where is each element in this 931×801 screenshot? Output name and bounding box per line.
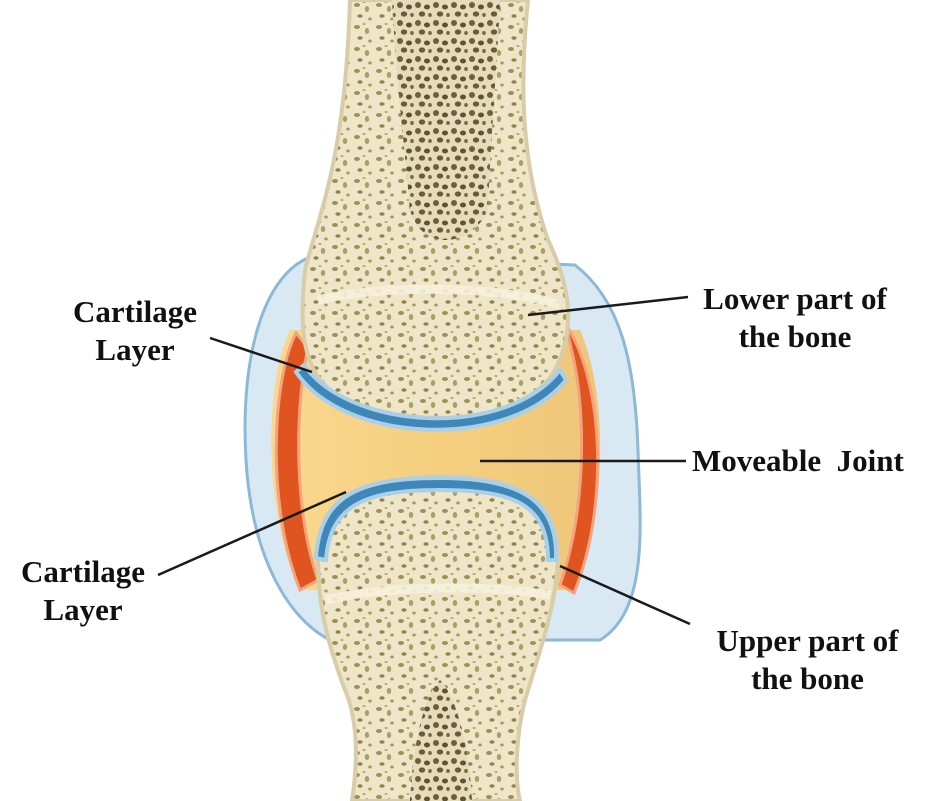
label-cartilage-layer-top: Cartilage Layer: [60, 293, 210, 369]
label-upper-part-line2: the bone: [700, 660, 915, 698]
label-upper-part-of-bone: Upper part of the bone: [700, 622, 915, 698]
label-upper-part-line1: Upper part of: [700, 622, 915, 660]
label-lower-part-line1: Lower part of: [690, 280, 900, 318]
label-cartilage-layer-bottom: Cartilage Layer: [8, 553, 158, 629]
label-cartilage-layer-bottom-line1: Cartilage: [8, 553, 158, 591]
label-cartilage-layer-top-line1: Cartilage: [60, 293, 210, 331]
label-lower-part-line2: the bone: [690, 318, 900, 356]
label-lower-part-of-bone: Lower part of the bone: [690, 280, 900, 356]
label-cartilage-layer-bottom-line2: Layer: [8, 591, 158, 629]
label-moveable-joint-text: Moveable Joint: [692, 442, 904, 480]
label-cartilage-layer-top-line2: Layer: [60, 331, 210, 369]
label-moveable-joint: Moveable Joint: [692, 442, 904, 480]
